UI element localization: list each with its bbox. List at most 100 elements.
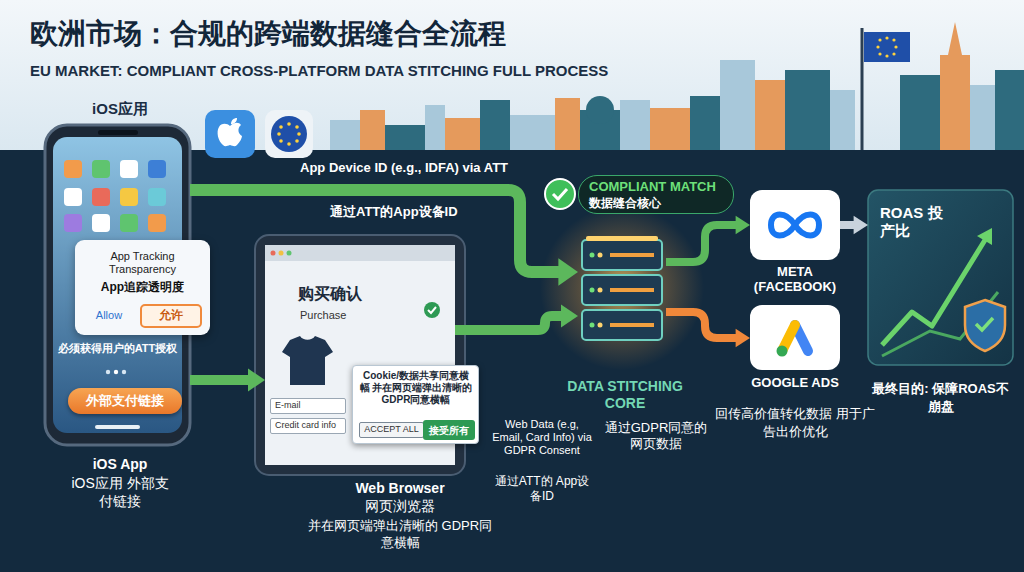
server-core — [610, 323, 654, 327]
city-skyline — [330, 120, 360, 150]
meta-box: META (FACEBOOK) — [750, 190, 840, 260]
allow-button-text: Allow — [96, 309, 122, 321]
subtitle: EU MARKET: COMPLIANT CROSS-PLATFORM DATA… — [30, 62, 608, 81]
connector-arrow — [666, 312, 750, 347]
server-core — [590, 323, 595, 328]
city-skyline — [385, 125, 425, 150]
eu-icon — [279, 139, 283, 143]
eu-flag — [892, 52, 895, 55]
connector-line — [190, 190, 559, 272]
allow-button: Allow — [85, 306, 133, 324]
eu-flag — [864, 32, 910, 62]
accept-all-button-text: 接受所有 — [429, 425, 469, 436]
meta-logo — [750, 190, 840, 260]
att-dialog-text: App Tracking Transparency — [80, 250, 205, 276]
consent-banner-text: Cookie/数据共享同意横幅 并在网页端弹出清晰的GDPR同意横幅 — [358, 370, 474, 406]
tablet-illustration — [428, 307, 436, 313]
compliant-badge-text: COMPLIANT MATCH — [589, 179, 716, 195]
compliant-badge: COMPLIANT MATCH数据缝合核心 — [578, 175, 734, 214]
phone-illustration — [106, 370, 110, 374]
connector-line — [666, 225, 737, 262]
edge-label: App Device ID (e.g., IDFA) via ATT — [300, 160, 550, 176]
connector-arrow — [840, 216, 868, 234]
city-skyline — [785, 70, 830, 150]
eu-flag — [885, 36, 888, 39]
roas-panel: ROAS 投产比 — [868, 190, 1013, 365]
caption-text: iOS应用 外部支付链接 — [65, 474, 175, 510]
phone-illustration — [64, 188, 82, 206]
eu-flag — [861, 28, 864, 150]
eu-flag — [894, 45, 897, 48]
city-skyline — [555, 98, 580, 150]
phone-illustration — [122, 370, 126, 374]
eu-flag — [878, 38, 881, 41]
stitching-core: DATA STITCHING CORE — [578, 232, 666, 344]
eu-icon — [297, 132, 301, 136]
city-skyline — [360, 110, 385, 150]
eu-icon — [279, 125, 283, 129]
eu-icon — [287, 142, 291, 146]
eu-flag — [876, 45, 879, 48]
server-core — [590, 288, 595, 293]
connector-arrow — [190, 369, 265, 392]
connector-line — [455, 316, 562, 330]
roas-panel-text: ROAS 投产比 — [880, 204, 950, 240]
eu-icon — [295, 139, 299, 143]
goal-note: 最终目的: 保障ROAS不崩盘 — [868, 380, 1013, 416]
roas-chart — [976, 318, 993, 330]
connector-arrow — [190, 190, 578, 286]
roas-chart — [868, 190, 1013, 365]
accept-all-button-text: ACCEPT ALL — [364, 425, 418, 435]
connector-line — [840, 221, 855, 229]
phone-illustration — [95, 425, 140, 429]
accept-all-button: 接受所有 — [423, 420, 475, 440]
meta-box-text: META (FACEBOOK) — [740, 264, 850, 294]
server-core — [598, 323, 603, 328]
input-field-text: E-mail — [275, 401, 301, 411]
server-core — [582, 310, 662, 340]
tablet-screen: 购买确认PurchaseE-mailCredit card infoCookie… — [265, 245, 455, 465]
eu-icon — [295, 125, 299, 129]
phone-illustration — [64, 214, 82, 232]
city-skyline — [586, 96, 614, 124]
city-skyline — [830, 90, 855, 150]
meta-logo — [771, 215, 819, 236]
apple-icon — [205, 110, 255, 158]
server-core — [610, 288, 654, 292]
tablet-illustration — [424, 302, 440, 318]
caption-text: 网页浏览器 — [320, 498, 480, 516]
compliant-check — [553, 189, 567, 199]
roas-chart — [965, 300, 1005, 351]
phone-frame-text: 必须获得用户的ATT授权 — [53, 342, 182, 355]
google-ads-logo — [750, 305, 840, 370]
phone-illustration — [148, 214, 166, 232]
phone-illustration — [148, 188, 166, 206]
eu-icon — [287, 122, 291, 126]
connector-line — [666, 312, 737, 338]
arrow-head — [736, 329, 750, 347]
city-skyline — [900, 75, 940, 150]
att-dialog-text: App追踪透明度 — [80, 280, 205, 294]
connector-arrow — [455, 305, 578, 331]
edge-label: Web Data (e.g, Email, Card Info) via GDP… — [490, 418, 594, 457]
city-skyline — [445, 118, 480, 150]
flow-note: 回传高价值转化数据 用于广告出价优化 — [715, 405, 875, 441]
city-skyline — [510, 115, 555, 150]
apple-icon — [218, 123, 242, 146]
arrow-head — [248, 369, 265, 392]
title: 欧洲市场：合规的跨端数据缝合全流程 — [30, 16, 506, 51]
flow-note: 通过ATT的App设备ID — [330, 204, 510, 220]
roas-chart — [977, 228, 992, 245]
input-field: E-mail — [270, 398, 346, 414]
connector-arrow — [666, 216, 750, 262]
phone-illustration — [92, 160, 110, 178]
phone-illustration — [120, 188, 138, 206]
stitching-core-text: DATA STITCHING CORE — [550, 378, 700, 412]
allow-button: 允许 — [140, 304, 202, 328]
city-skyline — [995, 70, 1024, 150]
input-field-text: Credit card info — [275, 421, 336, 431]
eu-icon — [277, 132, 281, 136]
google-ads-logo — [777, 346, 788, 357]
city-skyline — [425, 105, 445, 150]
tablet-screen-text: 购买确认 — [298, 284, 408, 303]
